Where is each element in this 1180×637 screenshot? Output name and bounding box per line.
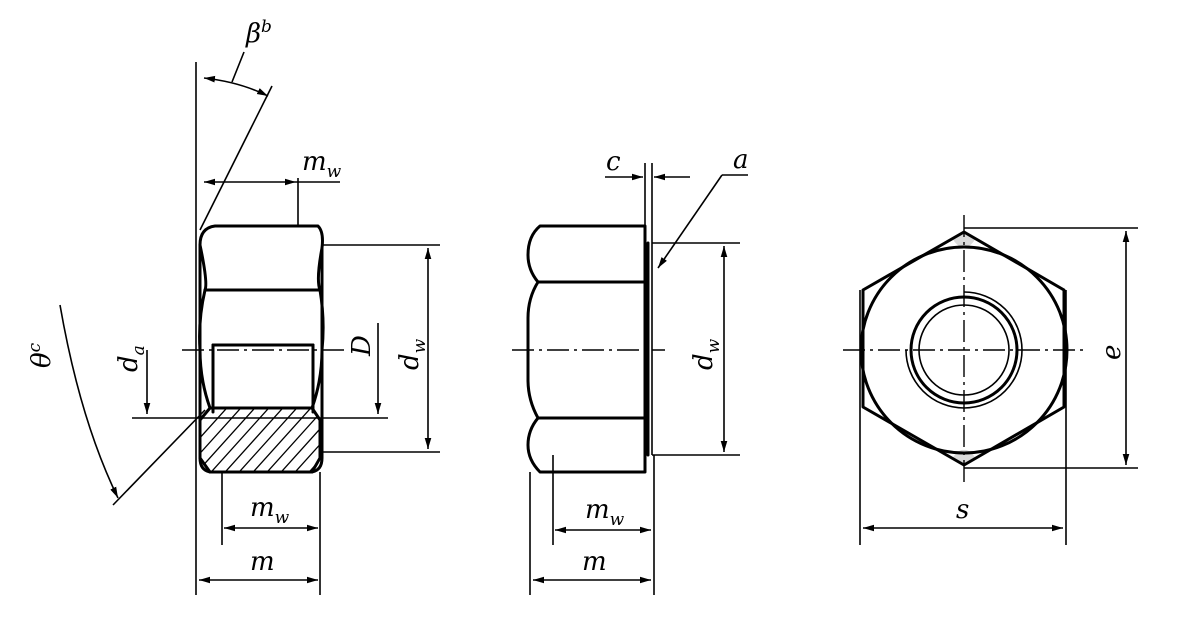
left-dw-label: dw <box>395 338 430 370</box>
svg-text:e: e <box>1097 345 1127 360</box>
left-section-view: βb mw θc da D dw mw m <box>25 17 440 595</box>
middle-nut-outline <box>526 224 647 474</box>
svg-text:da: da <box>114 345 149 372</box>
D-label: D <box>347 335 377 357</box>
left-mw-bottom-label: mw <box>250 493 290 528</box>
middle-mw-label: mw <box>585 495 625 530</box>
c-label: c <box>606 147 621 177</box>
svg-text:θc: θc <box>25 342 57 368</box>
theta-dim-arc <box>59 304 119 499</box>
left-nut-outline <box>198 224 324 474</box>
s-label: s <box>956 495 969 525</box>
middle-dw-label: dw <box>689 338 724 370</box>
a-leader <box>657 174 723 269</box>
right-end-view: e s <box>843 215 1138 545</box>
svg-text:dw: dw <box>689 338 724 370</box>
middle-m-label: m <box>582 547 607 577</box>
left-hatched-section <box>200 408 320 472</box>
beta-dim-arc <box>203 75 269 97</box>
thread-arc <box>905 291 1023 409</box>
theta-label: θc <box>25 342 57 368</box>
svg-text:dw: dw <box>395 338 430 370</box>
left-section-outline <box>198 406 322 474</box>
svg-text:D: D <box>347 335 377 357</box>
a-label: a <box>733 145 749 175</box>
left-m-label: m <box>250 547 275 577</box>
left-upper-face <box>198 243 324 292</box>
beta-line <box>199 85 273 231</box>
beta-label: βb <box>245 17 272 49</box>
left-mw-top-label: mw <box>302 147 342 182</box>
middle-side-view: c a dw mw m <box>512 145 749 595</box>
da-label: da <box>114 345 149 372</box>
e-label: e <box>1097 345 1127 360</box>
beta-leader <box>231 51 245 83</box>
theta-line <box>112 409 206 506</box>
